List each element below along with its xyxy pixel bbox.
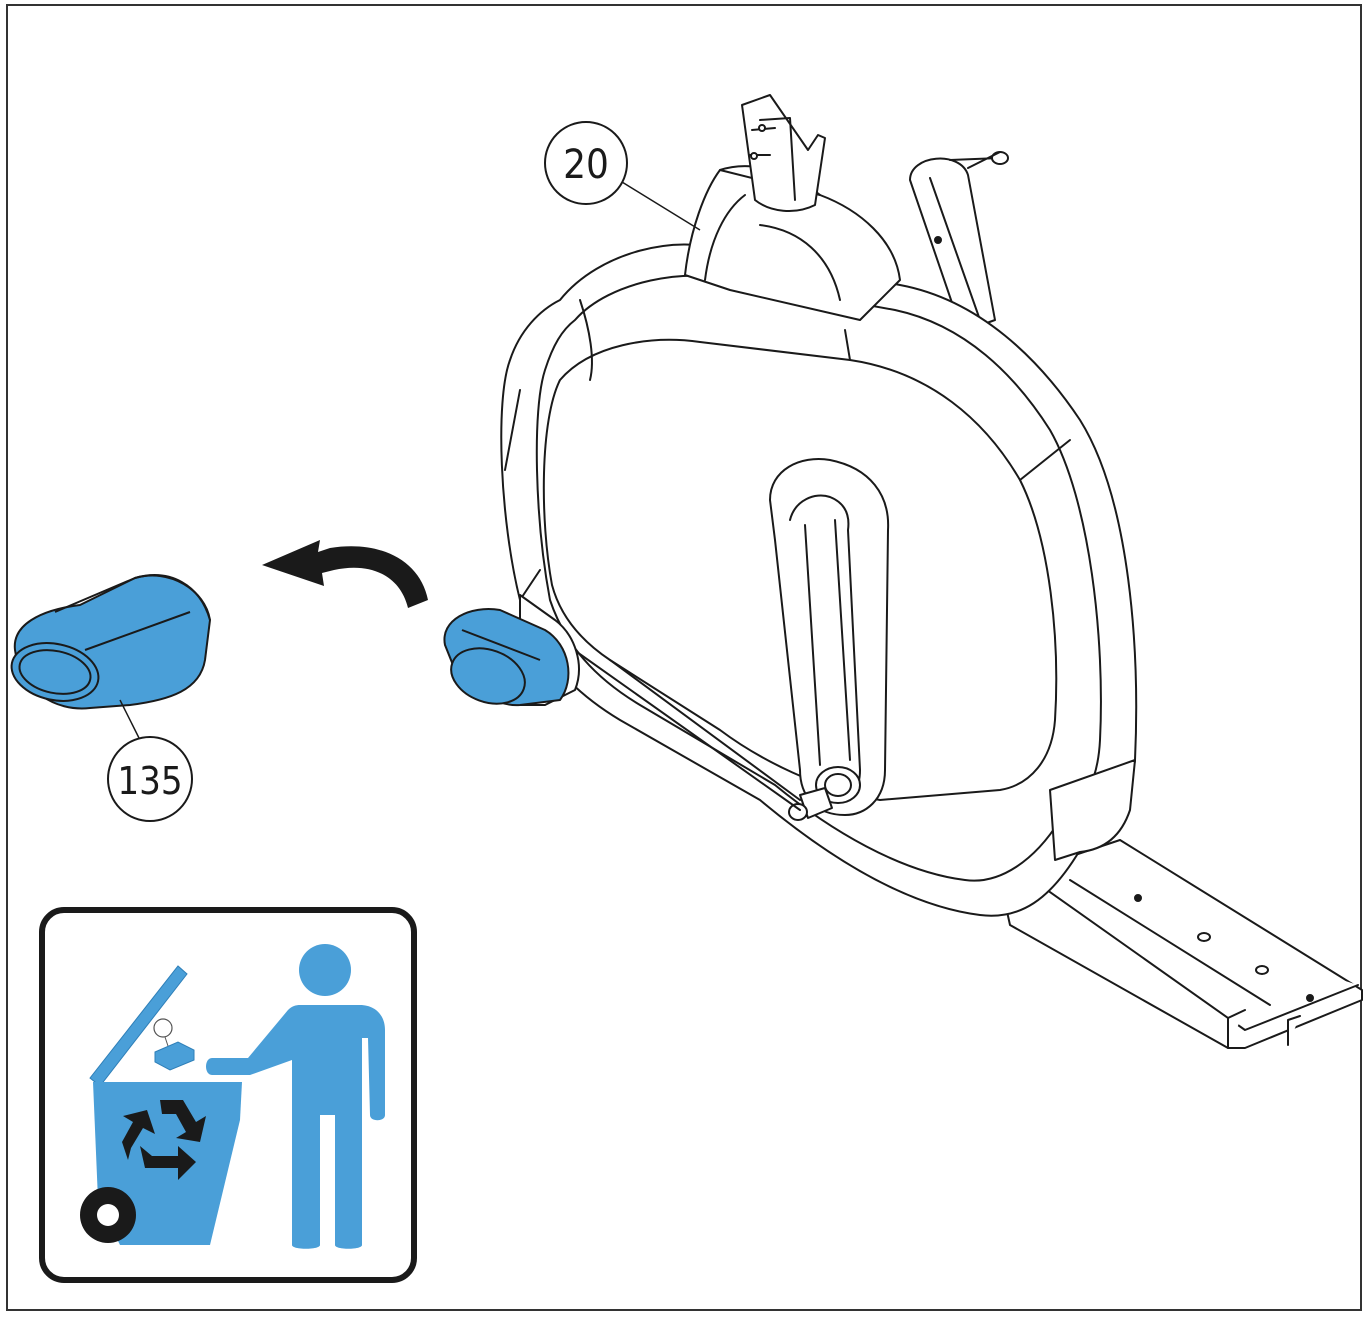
callout-housing: 20 [544, 121, 701, 231]
person-icon [206, 944, 385, 1249]
handlebar-neck [684, 94, 901, 321]
housing-bottom [1049, 759, 1136, 861]
crank-arm [769, 458, 890, 821]
trainer-housing [500, 94, 1363, 1049]
callout-135-label: 135 [117, 759, 182, 803]
small-end-cap-icon [154, 1041, 195, 1071]
curved-arrow-icon [262, 540, 428, 608]
callout-end-cap: 135 [107, 699, 193, 822]
end-cap-installed [443, 594, 580, 707]
base-rail [999, 839, 1363, 1049]
recycle-disposal-icon [39, 907, 417, 1283]
recycle-symbol-icon [122, 1100, 206, 1180]
callout-20-label: 20 [563, 142, 609, 188]
upright-post [909, 151, 1009, 333]
end-cap-removed [10, 574, 211, 710]
